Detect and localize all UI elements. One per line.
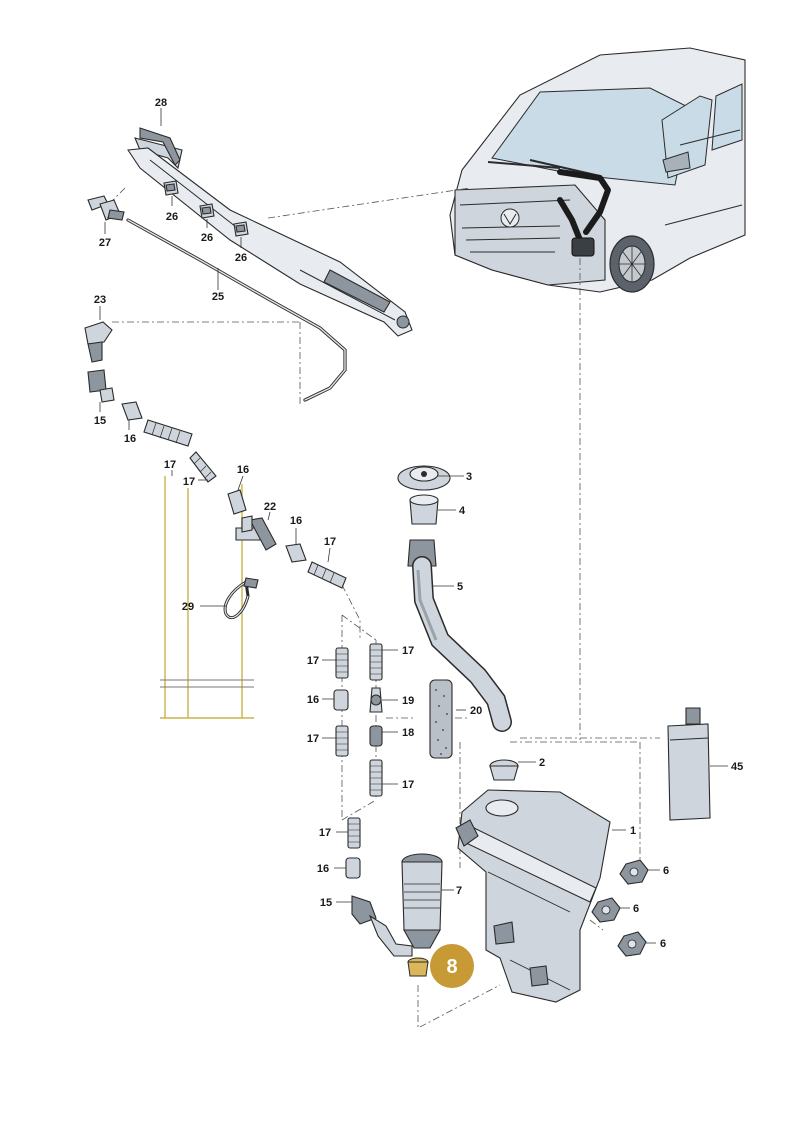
callout-6-a: 6	[663, 865, 669, 877]
callout-17-d: 17	[307, 655, 319, 667]
filler-neck-assembly	[397, 465, 519, 781]
callout-labels: 28 26 26 26 27 25 23 15 16 17 17 16 22 1…	[94, 97, 743, 950]
callout-26-a: 26	[166, 211, 178, 223]
callout-22: 22	[264, 501, 276, 513]
callout-17-g: 17	[402, 779, 414, 791]
callout-20: 20	[470, 705, 482, 717]
washer-fluid-bottle-part	[667, 707, 711, 821]
callout-6-b: 6	[633, 903, 639, 915]
leader-lines	[99, 108, 728, 944]
callout-17-h: 17	[319, 827, 331, 839]
wiper-arm-assembly	[127, 127, 413, 337]
callout-16-b: 16	[237, 464, 249, 476]
callout-29: 29	[182, 601, 194, 613]
callout-16-e: 16	[317, 863, 329, 875]
callout-17-a: 17	[164, 459, 176, 471]
callout-16-c: 16	[290, 515, 302, 527]
callout-18: 18	[402, 727, 414, 739]
callout-26-c: 26	[235, 252, 247, 264]
callout-26-b: 26	[201, 232, 213, 244]
t-connector-part	[87, 195, 125, 221]
callout-25: 25	[212, 291, 224, 303]
callout-17-f: 17	[402, 645, 414, 657]
nozzle-hose-chain	[84, 321, 347, 620]
washer-pump-part	[401, 853, 443, 977]
callout-15-b: 15	[320, 897, 332, 909]
wiper-hose-part	[126, 218, 347, 402]
highlight-badge[interactable]: 8	[430, 944, 474, 988]
nut-parts	[591, 859, 649, 957]
callout-1: 1	[630, 825, 636, 837]
callout-17-e: 17	[307, 733, 319, 745]
washer-reservoir-part	[455, 789, 611, 1003]
center-hose-segments	[333, 643, 453, 957]
clip-parts	[163, 180, 249, 237]
callout-16-d: 16	[307, 694, 319, 706]
callout-17-b: 17	[183, 476, 195, 488]
callout-4: 4	[459, 505, 466, 517]
callout-15-a: 15	[94, 415, 106, 427]
callout-3: 3	[466, 471, 472, 483]
vehicle-illustration	[449, 47, 746, 293]
callout-45: 45	[731, 761, 743, 773]
callout-5: 5	[457, 581, 463, 593]
callout-7: 7	[456, 885, 462, 897]
callout-6-c: 6	[660, 938, 666, 950]
callout-2: 2	[539, 757, 545, 769]
badge-number-8: 8	[446, 956, 457, 978]
callout-17-c: 17	[324, 536, 336, 548]
callout-19: 19	[402, 695, 414, 707]
callout-16-a: 16	[124, 433, 136, 445]
callout-27: 27	[99, 237, 111, 249]
callout-28: 28	[155, 97, 167, 109]
callout-23: 23	[94, 294, 106, 306]
